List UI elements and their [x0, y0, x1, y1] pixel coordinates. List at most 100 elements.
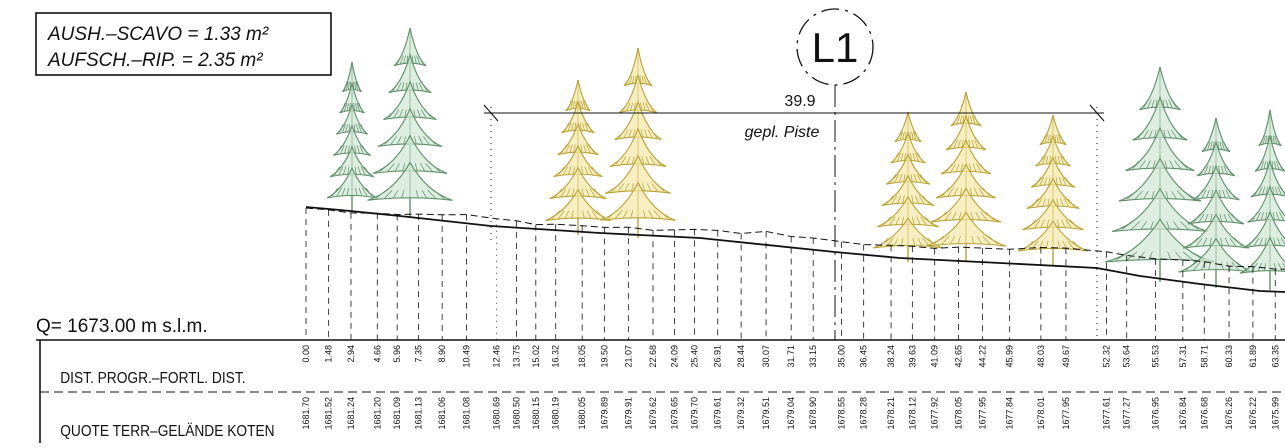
station-elevation: 1677.84 — [1005, 397, 1015, 430]
station-distance: 39.63 — [907, 345, 917, 368]
planned-tree — [926, 92, 1006, 262]
piste-width-label: 39.9 — [784, 93, 815, 110]
station-elevation: 1679.62 — [648, 397, 658, 430]
station-distance: 58.71 — [1199, 345, 1209, 368]
station-distance: 33.15 — [808, 345, 818, 368]
station-elevation: 1677.61 — [1101, 397, 1111, 430]
station-elevation: 1677.92 — [930, 397, 940, 430]
station-distance: 0.00 — [301, 345, 311, 363]
existing-tree — [1179, 118, 1254, 288]
station-elevation: 1681.52 — [324, 397, 334, 430]
station-elevation: 1678.21 — [886, 397, 896, 430]
station-elevation: 1681.20 — [372, 397, 382, 430]
station-distance: 28.44 — [736, 345, 746, 368]
station-elevation: 1680.05 — [577, 397, 587, 430]
station-distance: 19.50 — [599, 345, 609, 368]
station-distance: 25.40 — [690, 345, 700, 368]
station-elevation: 1680.15 — [531, 397, 541, 430]
station-elevation: 1676.95 — [1151, 397, 1161, 430]
station-elevation: 1681.09 — [392, 397, 402, 430]
station-distance: 12.46 — [492, 345, 502, 368]
station-elevation: 1679.51 — [761, 397, 771, 430]
station-distance: 49.67 — [1061, 345, 1071, 368]
existing-tree — [1240, 110, 1285, 290]
station-elevation: 1679.61 — [713, 397, 723, 430]
station-distance: 15.02 — [531, 345, 541, 368]
station-elevation: 1678.12 — [907, 397, 917, 430]
station-elevation: 1679.91 — [623, 397, 633, 430]
station-elevation: 1678.90 — [808, 397, 818, 430]
station-distance: 36.45 — [859, 345, 869, 368]
station-distance: 55.53 — [1151, 345, 1161, 368]
station-elevation: 1681.24 — [346, 397, 356, 430]
station-distance: 22.68 — [648, 345, 658, 368]
station-elevation: 1680.69 — [492, 397, 502, 430]
station-elevation: 1678.28 — [859, 397, 869, 430]
station-elevation: 1681.13 — [413, 397, 423, 430]
station-elevation: 1681.08 — [461, 397, 471, 430]
station-distance: 44.22 — [978, 345, 988, 368]
piste-label: gepl. Piste — [745, 124, 820, 141]
station-distance: 48.03 — [1036, 345, 1046, 368]
station-distance: 52.32 — [1101, 345, 1111, 368]
station-elevation: 1679.89 — [599, 397, 609, 430]
station-distance: 8.90 — [437, 345, 447, 363]
station-distance: 41.09 — [930, 345, 940, 368]
station-elevation: 1676.68 — [1199, 397, 1209, 430]
station-elevation: 1675.99 — [1270, 397, 1280, 430]
station-elevation: 1676.22 — [1248, 397, 1258, 430]
station-elevation: 1679.70 — [690, 397, 700, 430]
station-elevation: 1677.95 — [1061, 397, 1071, 430]
station-elevation: 1676.84 — [1178, 397, 1188, 430]
station-elevation: 1678.01 — [1036, 397, 1046, 430]
station-distance: 38.24 — [886, 345, 896, 368]
station-elevation: 1679.65 — [670, 397, 680, 430]
station-elevation: 1677.95 — [978, 397, 988, 430]
station-distance: 42.65 — [954, 345, 964, 368]
station-distance: 5.96 — [392, 345, 402, 363]
station-distance: 53.64 — [1122, 345, 1132, 368]
station-distance: 45.99 — [1005, 345, 1015, 368]
station-labels: 0.001681.701.481681.522.941681.244.66168… — [301, 345, 1280, 430]
station-distance: 2.94 — [346, 345, 356, 363]
station-elevation: 1677.27 — [1122, 397, 1132, 430]
station-elevation: 1678.55 — [837, 397, 847, 430]
station-distance: 26.91 — [713, 345, 723, 368]
station-elevation: 1679.32 — [736, 397, 746, 430]
station-distance: 18.05 — [577, 345, 587, 368]
station-elevation: 1679.04 — [786, 397, 796, 430]
station-distance: 30.07 — [761, 345, 771, 368]
planned-tree — [1018, 115, 1088, 265]
station-distance: 1.48 — [324, 345, 334, 363]
station-distance: 7.35 — [413, 345, 423, 363]
station-elevation: 1676.26 — [1224, 397, 1234, 430]
station-distance: 63.35 — [1270, 345, 1280, 368]
planned-tree — [601, 48, 676, 238]
station-elevation: 1680.50 — [511, 397, 521, 430]
datum-label: Q= 1673.00 m s.l.m. — [36, 316, 208, 337]
elevation-row-label: QUOTE TERR–GELÄNDE KOTEN — [60, 422, 274, 440]
station-distance: 10.49 — [461, 345, 471, 368]
station-distance: 4.66 — [372, 345, 382, 363]
station-distance: 57.31 — [1178, 345, 1188, 368]
station-distance: 61.89 — [1248, 345, 1258, 368]
station-distance: 21.07 — [623, 345, 633, 368]
station-distance: 13.75 — [511, 345, 521, 368]
station-distance: 16.32 — [551, 345, 561, 368]
station-elevation: 1681.06 — [437, 397, 447, 430]
station-elevation: 1680.19 — [551, 397, 561, 430]
existing-tree — [368, 28, 453, 218]
planned-tree — [873, 112, 943, 262]
station-distance: 31.71 — [786, 345, 796, 368]
station-distance: 60.33 — [1224, 345, 1234, 368]
station-distance: 24.09 — [670, 345, 680, 368]
excavation-area-text: AUSH.–SCAVO = 1.33 m² — [47, 24, 269, 45]
distance-row-label: DIST. PROGR.–FORTL. DIST. — [60, 369, 245, 387]
fill-area-text: AUFSCH.–RIP. = 2.35 m² — [47, 50, 263, 71]
station-elevation: 1678.05 — [954, 397, 964, 430]
section-label: L1 — [812, 24, 859, 71]
trees-layer — [327, 28, 1285, 290]
station-distance: 35.00 — [837, 345, 847, 368]
